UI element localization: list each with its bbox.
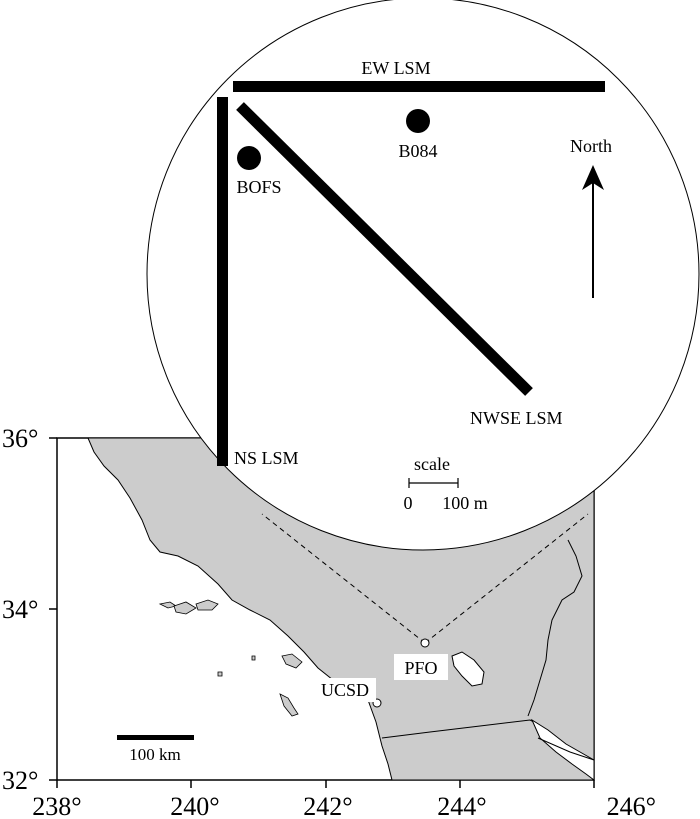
island [279, 693, 299, 717]
ns-lsm-label: NS LSM [234, 448, 299, 468]
inset-connector-lines [261, 513, 589, 644]
lat-tick-labels: 36° 34° 32° [2, 424, 38, 795]
nwse-lsm-label: NWSE LSM [470, 408, 563, 428]
inset-instruments [217, 81, 605, 466]
b084-label: B084 [398, 141, 437, 161]
lon-tick-label: 242° [303, 792, 352, 819]
state-border-east [527, 539, 583, 717]
ew-lsm-arm [233, 81, 605, 92]
nwse-lsm-arm [236, 102, 533, 396]
inset-scale-length: 100 m [442, 493, 488, 513]
bofs-label: BOFS [236, 177, 281, 197]
map-scale-label: 100 km [129, 745, 180, 764]
island [173, 601, 197, 615]
map-scale-bar: 100 km [117, 735, 194, 764]
island [217, 671, 223, 677]
pfo-marker [420, 638, 430, 648]
island [195, 599, 219, 611]
lon-tick-label: 240° [170, 792, 219, 819]
island [281, 653, 303, 669]
places: PFO UCSD [314, 638, 448, 708]
inset-stations: B084 BOFS [236, 109, 438, 197]
lon-tick-label: 244° [437, 792, 486, 819]
b084-marker [406, 109, 430, 133]
inset-circle [146, 0, 700, 551]
axis-ticks [49, 437, 595, 788]
ns-lsm-arm [217, 97, 228, 466]
lon-tick-labels: 238° 240° 242° 244° 246° [32, 792, 656, 819]
salton-sea [451, 651, 485, 687]
north-arrow: North [570, 136, 612, 298]
inset-scale-title: scale [414, 454, 450, 474]
lon-tick-label: 246° [607, 792, 656, 819]
border-baja [537, 737, 595, 761]
island [251, 655, 256, 661]
lat-tick-label: 32° [2, 766, 38, 795]
gulf-of-california [530, 718, 595, 781]
lat-tick-label: 36° [2, 424, 38, 453]
ucsd-label: UCSD [321, 680, 369, 700]
inset-scale: scale 0 100 m [404, 454, 488, 513]
ew-lsm-label: EW LSM [361, 58, 430, 78]
lat-tick-label: 34° [2, 595, 38, 624]
lon-tick-label: 238° [32, 792, 81, 819]
north-arrow-icon [582, 165, 604, 190]
bofs-marker [237, 146, 261, 170]
pfo-label: PFO [404, 658, 437, 678]
north-label: North [570, 136, 612, 156]
channel-islands [158, 599, 303, 717]
inset-scale-zero: 0 [404, 493, 413, 513]
